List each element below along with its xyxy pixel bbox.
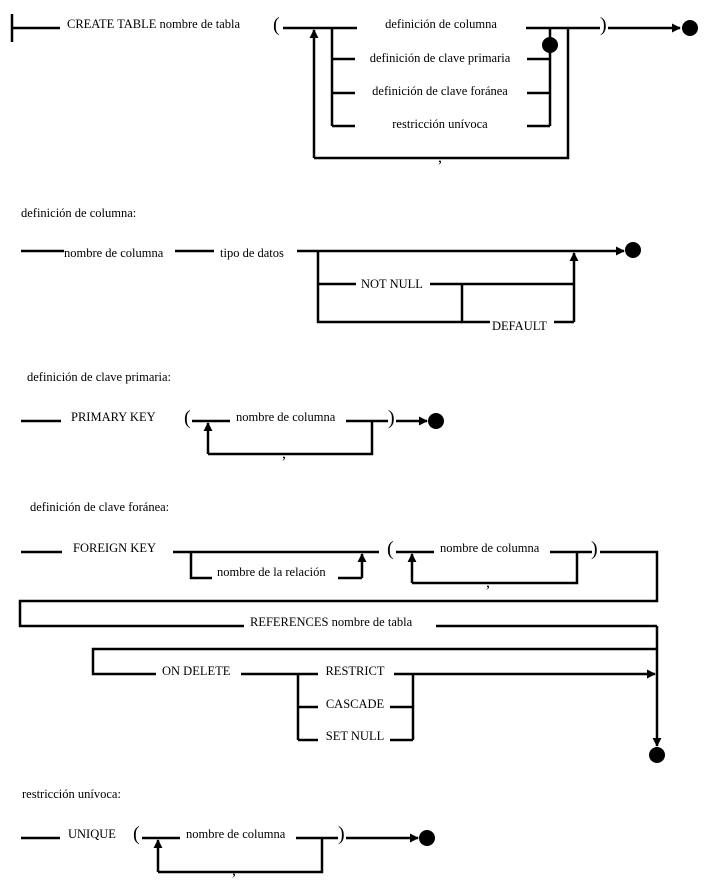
pk-column-name: nombre de columna [236,410,336,424]
primary-key-diagram: definición de clave primaria: PRIMARY KE… [21,370,444,462]
comma: , [282,445,286,462]
relation-name: nombre de la relación [217,565,326,579]
end-dot [625,242,641,258]
unique-keyword: UNIQUE [68,827,116,841]
close-paren: ) [600,14,607,36]
action-cascade: CASCADE [326,697,385,711]
unique-diagram: restricción unívoca: UNIQUE ( nombre de … [21,787,435,879]
close-paren: ) [388,407,395,429]
fk-wrap-line [18,550,659,628]
heading-primary-key: definición de clave primaria: [27,370,171,384]
open-paren: ( [133,823,140,845]
fk-loop [412,552,579,585]
pk-loop [208,421,374,456]
default-option: DEFAULT [492,319,547,333]
column-definition-diagram: definición de columna: nombre de columna… [21,206,641,333]
fk-on-delete-line [91,647,657,676]
open-paren: ( [387,538,394,560]
on-delete-keyword: ON DELETE [162,664,231,678]
loop-line [314,28,570,160]
item-unique-constraint: restricción unívoca [392,117,488,131]
cd-branch-left [316,251,462,324]
junction-dot [542,37,558,53]
data-type: tipo de datos [220,246,284,260]
un-loop [158,838,324,874]
item-column-definition: definición de columna [385,17,497,31]
comma: , [438,149,442,166]
fk-column-name: nombre de columna [440,541,540,555]
end-dot [428,413,444,429]
item-primary-key-definition: definición de clave primaria [370,51,511,65]
foreign-key-diagram: definición de clave foránea: FOREIGN KEY… [18,500,665,763]
heading-unique: restricción unívoca: [22,787,121,801]
close-paren: ) [338,823,345,845]
heading-column-definition: definición de columna: [21,206,136,220]
create-table-diagram: CREATE TABLE nombre de tabla ( definició… [10,14,698,166]
cd-branch-default [460,284,490,324]
action-restrict: RESTRICT [325,664,384,678]
references-keyword: REFERENCES nombre de tabla [250,615,413,629]
heading-foreign-key: definición de clave foránea: [30,500,169,514]
primary-key-keyword: PRIMARY KEY [71,410,156,424]
item-foreign-key-definition: definición de clave foránea [372,84,508,98]
column-name: nombre de columna [64,246,164,260]
unique-column-name: nombre de columna [186,827,286,841]
end-dot [419,830,435,846]
close-paren: ) [591,538,598,560]
open-paren: ( [184,407,191,429]
comma: , [232,862,236,879]
comma: , [486,574,490,591]
action-set-null: SET NULL [326,729,384,743]
not-null-option: NOT NULL [361,277,423,291]
end-dot [649,747,665,763]
open-paren: ( [273,14,280,36]
end-dot [682,20,698,36]
foreign-key-keyword: FOREIGN KEY [73,541,156,555]
create-table-keyword: CREATE TABLE nombre de tabla [67,17,240,31]
fk-relation-branch [189,552,212,580]
